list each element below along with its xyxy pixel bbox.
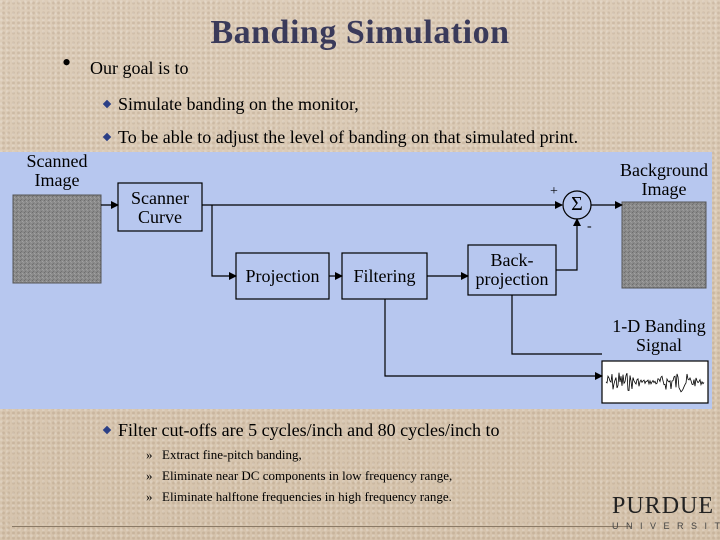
filtering-label: Filtering (353, 266, 416, 286)
plus-sign: + (550, 184, 558, 199)
sum-symbol: Σ (571, 193, 583, 215)
note-marker: » (146, 468, 153, 483)
background-image-label-line1: Background (620, 160, 708, 180)
minus-sign: - (587, 219, 592, 234)
scanned-image-label: Scanned Image (5, 152, 109, 190)
note-marker: » (146, 447, 153, 462)
banding-signal-label-line2: Signal (635, 335, 682, 355)
purdue-logo: PURDUE (612, 493, 715, 519)
backprojection-label-line1: Back- (490, 250, 534, 270)
background-image-label-line2: Image (641, 179, 687, 199)
slide-title: Banding Simulation (210, 14, 510, 51)
note-item-3: » Eliminate halftone frequencies in high … (146, 489, 452, 505)
purdue-logo-subtitle: UNIVERSITY (612, 521, 720, 531)
note-item-1: » Extract fine-pitch banding, (146, 447, 302, 463)
backprojection-label-line2: projection (475, 269, 549, 289)
scanned-image-label-line1: Scanned (26, 151, 88, 171)
note-item-3-text: Eliminate halftone frequencies in high f… (162, 489, 452, 504)
diamond-bullet-icon (102, 425, 112, 435)
banding-signal-label: 1-D Banding Signal (600, 317, 718, 355)
sub-bullet-2-text: To be able to adjust the level of bandin… (118, 127, 579, 147)
filter-bullet: Filter cut-offs are 5 cycles/inch and 80… (102, 420, 500, 441)
sub-bullet-1-text: Simulate banding on the monitor, (118, 94, 359, 114)
arrow-to-projection (211, 205, 237, 280)
scanner-curve-label-line1: Scanner (131, 188, 189, 208)
scanned-image-label-line2: Image (34, 170, 80, 190)
scanner-curve-label-line2: Curve (138, 207, 182, 227)
footer-divider (12, 526, 632, 527)
main-bullet-text: Our goal is to (90, 58, 189, 78)
line-filter-tap (384, 299, 450, 377)
banding-signal-trace (605, 372, 705, 393)
background-image-thumbnail (621, 201, 707, 289)
main-bullet-marker: • (62, 48, 72, 77)
banding-signal-label-line1: 1-D Banding (612, 316, 706, 336)
sub-bullet-1: Simulate banding on the monitor, (102, 94, 359, 115)
scanner-curve-label: Scanner Curve (118, 189, 202, 227)
sub-bullet-2: To be able to adjust the level of bandin… (102, 127, 579, 148)
backprojection-label: Back- projection (468, 251, 556, 289)
line-backprojection-tap (511, 295, 602, 355)
scanned-image-thumbnail (12, 194, 102, 284)
backprojection-box (467, 244, 557, 296)
note-item-2: » Eliminate near DC components in low fre… (146, 468, 452, 484)
note-item-2-text: Eliminate near DC components in low freq… (162, 468, 453, 483)
filter-bullet-text: Filter cut-offs are 5 cycles/inch and 80… (118, 420, 500, 440)
note-item-1-text: Extract fine-pitch banding, (162, 447, 302, 462)
filtering-box (341, 252, 428, 300)
scanner-curve-box (117, 182, 203, 232)
arrow-backprojection-to-sum (556, 218, 581, 271)
projection-label: Projection (245, 266, 320, 286)
note-marker: » (146, 489, 153, 504)
background-image-label: Background Image (612, 161, 716, 199)
